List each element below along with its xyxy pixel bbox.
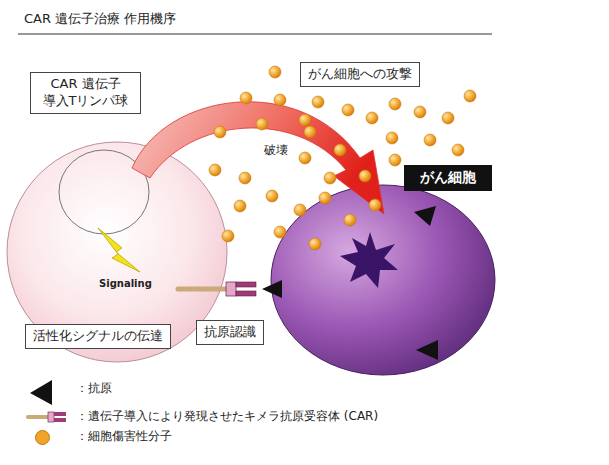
cytotoxic-molecule <box>239 172 251 184</box>
cytotoxic-molecule <box>389 98 401 110</box>
cytotoxic-molecule <box>389 154 401 166</box>
attack-arrow <box>132 102 384 214</box>
antigen <box>262 280 282 298</box>
legend-text: ：遺伝子導入により発現させたキメラ抗原受容体 (CAR) <box>76 408 378 425</box>
label-box: 抗原認識 <box>196 320 264 345</box>
cytotoxic-molecule <box>414 106 426 118</box>
cytotoxic-molecule <box>324 172 336 184</box>
cytotoxic-molecule <box>386 132 398 144</box>
car-domain <box>226 282 236 296</box>
cytotoxic-molecule <box>294 204 306 216</box>
cytotoxic-molecule <box>274 226 286 238</box>
cytotoxic-molecule <box>342 104 354 116</box>
cytotoxic-molecule <box>234 200 246 212</box>
node-text: 抗原認識 <box>204 324 256 341</box>
label-box-dark: がん細胞 <box>404 165 492 191</box>
legend-text: ：抗原 <box>76 380 112 397</box>
car-domain <box>236 282 256 287</box>
node-text: がん細胞への攻撃 <box>308 66 412 83</box>
cytotoxic-molecule <box>452 144 464 156</box>
cytotoxic-molecule <box>214 126 226 138</box>
label-box: がん細胞への攻撃 <box>300 62 420 87</box>
legend-swatch <box>35 430 50 445</box>
node-text: CAR 遺伝子 導入Tリンパ球 <box>38 76 133 110</box>
title: CAR 遺伝子治療 作用機序 <box>24 10 176 28</box>
cytotoxic-molecule <box>424 134 436 146</box>
cytotoxic-molecule <box>222 230 234 242</box>
annotation: 破壊 <box>262 142 290 159</box>
label-box: 活性化シグナルの伝達 <box>25 324 171 349</box>
cytotoxic-molecule <box>256 118 268 130</box>
cytotoxic-molecule <box>209 164 221 176</box>
cytotoxic-molecule <box>334 144 346 156</box>
cytotoxic-molecule <box>369 199 381 211</box>
cytotoxic-molecule <box>359 170 371 182</box>
cytotoxic-molecule <box>274 94 286 106</box>
label-box: CAR 遺伝子 導入Tリンパ球 <box>30 72 141 114</box>
cytotoxic-molecule <box>304 126 316 138</box>
cytotoxic-molecule <box>366 112 378 124</box>
cytotoxic-molecule <box>299 152 311 164</box>
cytotoxic-molecule <box>344 214 356 226</box>
antigen <box>414 206 436 226</box>
signal-bolt <box>98 228 140 272</box>
car-stalk <box>178 287 226 292</box>
legend-car-sample <box>28 412 66 422</box>
cytotoxic-molecule <box>269 66 281 78</box>
title-rule <box>18 34 492 35</box>
legend-text: ：細胞傷害性分子 <box>76 428 172 445</box>
cytotoxic-molecule <box>309 238 321 250</box>
cytotoxic-molecule <box>240 92 252 104</box>
antigen <box>416 340 438 360</box>
cytotoxic-molecule <box>442 112 454 124</box>
node-text: 活性化シグナルの伝達 <box>33 328 163 345</box>
cytotoxic-molecule <box>266 190 278 202</box>
legend-antigen-sample <box>30 380 52 405</box>
damage-star <box>340 232 398 288</box>
t-cell-node: Signaling 活性化シグナルの伝達 <box>7 142 227 362</box>
cytotoxic-molecule <box>319 192 331 204</box>
car-domain <box>236 291 256 296</box>
cytotoxic-molecule <box>464 90 476 102</box>
cytotoxic-molecule <box>312 96 324 108</box>
node-text: がん細胞 <box>420 169 476 187</box>
signal-label: Signaling <box>99 278 152 289</box>
t-cell <box>7 142 227 362</box>
cytotoxic-molecule <box>299 114 311 126</box>
